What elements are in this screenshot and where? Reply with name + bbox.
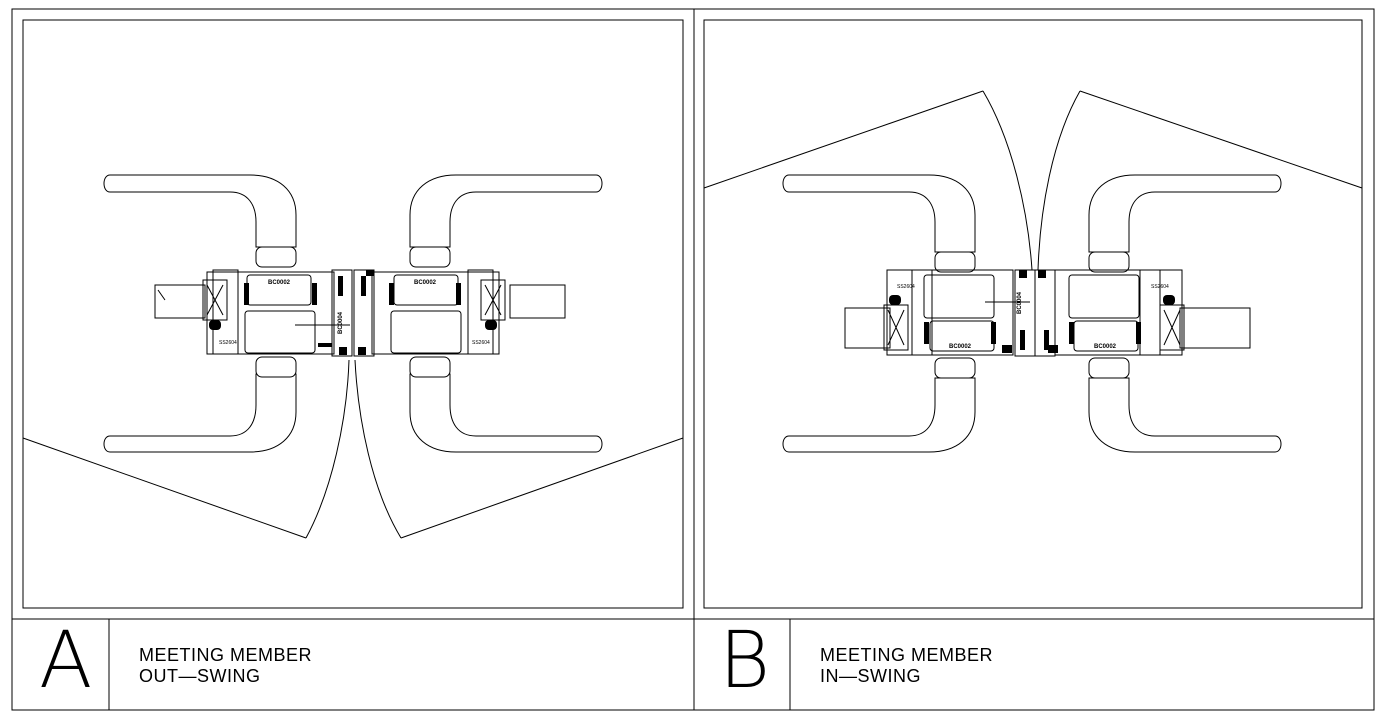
detail-a-letter: A	[39, 616, 93, 706]
detail-a-door-section	[154, 269, 566, 357]
detail-b-label-mullion: BC0004	[1017, 291, 1023, 314]
detail-b-swing-lines	[703, 90, 1363, 271]
detail-a-title-line1: MEETING MEMBER	[139, 645, 313, 665]
detail-a-label-glazing-left: SS2604	[219, 340, 237, 346]
detail-a-label-glazing-right: SS2604	[472, 340, 490, 346]
detail-b-title: MEETING MEMBER IN—SWING	[820, 645, 993, 687]
detail-b-title-line1: MEETING MEMBER	[820, 645, 994, 665]
detail-b-label-glazing-right: SS2604	[1151, 284, 1169, 290]
detail-a-gaskets	[209, 270, 497, 355]
detail-b-gaskets	[889, 270, 1175, 353]
detail-a-swing-lines	[22, 359, 684, 539]
detail-b-title-line2: IN—SWING	[820, 666, 921, 686]
detail-a-label-sill-right: BC0002	[414, 280, 437, 286]
detail-b-label-glazing-left: SS2604	[897, 284, 915, 290]
detail-b-letter: B	[719, 616, 771, 706]
detail-b-door-section	[844, 269, 1251, 357]
detail-a-label-mullion: BC0004	[338, 311, 344, 334]
detail-b-label-sill-left: BC0002	[949, 344, 972, 350]
detail-b-drawing: BC0002 BC0002 BC0004 SS2604 SS2604	[703, 90, 1363, 453]
detail-b-handles	[782, 174, 1282, 453]
detail-a-handles	[103, 174, 603, 453]
detail-a-title: MEETING MEMBER OUT—SWING	[139, 645, 312, 687]
detail-b-label-sill-right: BC0002	[1094, 344, 1117, 350]
detail-a-label-sill-left: BC0002	[268, 280, 291, 286]
detail-a-title-line2: OUT—SWING	[139, 666, 261, 686]
detail-a-drawing: BC0002 BC0002 BC0004 SS2604 SS2604	[22, 174, 684, 539]
